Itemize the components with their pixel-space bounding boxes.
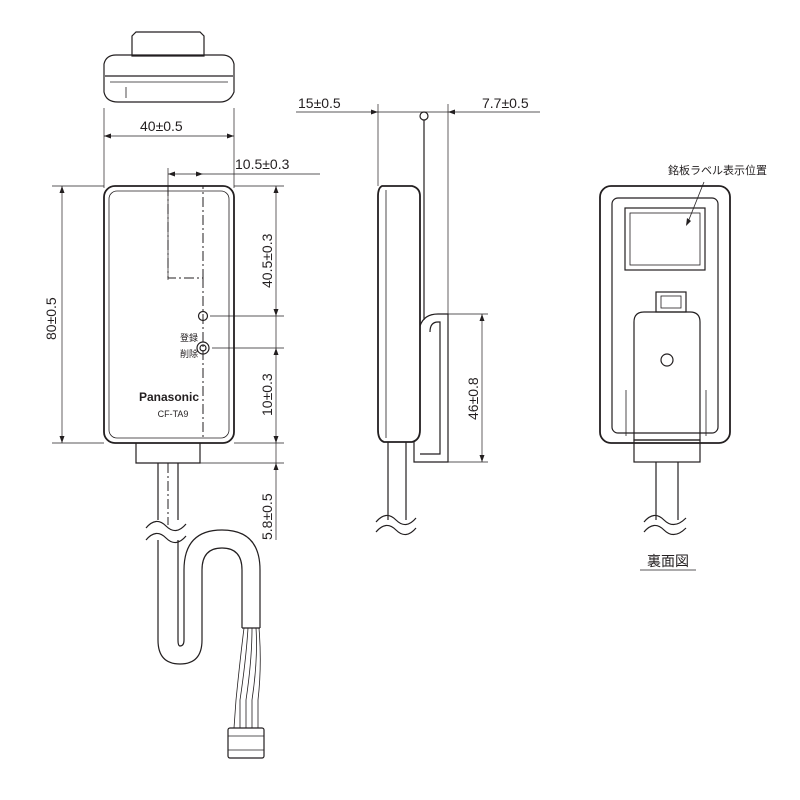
top-view bbox=[103, 31, 235, 103]
height-dimension: 80±0.5 bbox=[43, 297, 59, 340]
button-label-delete: 削除 bbox=[180, 348, 198, 359]
model-number: CF-TA9 bbox=[158, 409, 189, 419]
clip-height-dimension: 46±0.8 bbox=[465, 377, 481, 420]
side-view: 15±0.5 7.7±0.5 46±0.8 bbox=[296, 95, 540, 536]
label-position-note: 銘板ラベル表示位置 bbox=[668, 163, 767, 177]
thickness-dimension: 15±0.5 bbox=[298, 95, 341, 111]
back-view-caption: 裏面図 bbox=[647, 553, 689, 570]
front-view: 40±0.5 10.5±0.3 登録 削除 Panasonic CF-TA9 8… bbox=[43, 31, 320, 759]
width-dimension: 40±0.5 bbox=[140, 118, 183, 134]
offset-dimension: 10.5±0.3 bbox=[235, 156, 290, 172]
cable-dimension: 5.8±0.5 bbox=[259, 493, 275, 540]
clip-dimension: 7.7±0.5 bbox=[482, 95, 529, 111]
cable bbox=[145, 463, 265, 759]
back-view: 銘板ラベル表示位置 裏面図 bbox=[599, 163, 767, 571]
lower-dimension: 10±0.3 bbox=[259, 373, 275, 416]
brand-logo: Panasonic bbox=[139, 390, 199, 404]
button-label-register: 登録 bbox=[180, 332, 198, 343]
upper-dimension: 40.5±0.3 bbox=[259, 233, 275, 288]
